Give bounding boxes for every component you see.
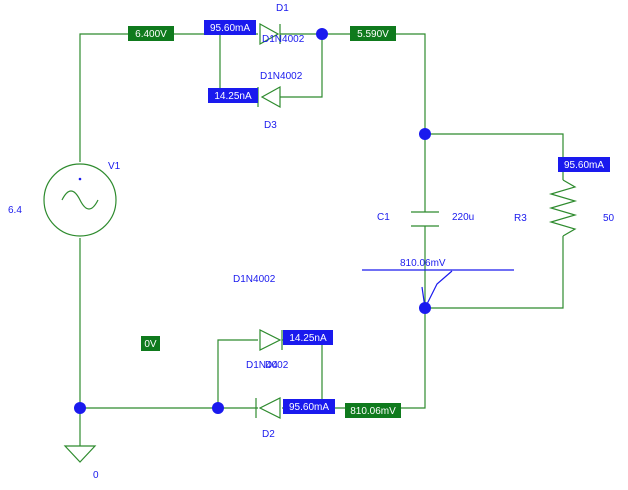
cap-probe-label: 810.06mV — [400, 258, 446, 269]
r3-value: 50 — [603, 213, 615, 224]
wire-d3-right — [280, 34, 323, 98]
diode-d4[interactable]: D1N4002 D4 — [246, 329, 289, 371]
d2-ref: D2 — [262, 429, 275, 440]
v1-ref: V1 — [108, 161, 121, 172]
voltage-marker-vout[interactable]: 5.590V — [350, 26, 396, 41]
wires — [79, 33, 564, 446]
wire-d4-right — [282, 339, 323, 408]
voltage-marker-vneg[interactable]: 810.06mV — [345, 403, 401, 418]
node-ground — [74, 402, 86, 414]
wire-d4-loop — [217, 339, 258, 408]
current-marker-d4-text: 14.25nA — [289, 333, 327, 344]
current-marker-d2-text: 95.60mA — [289, 402, 329, 413]
ground-symbol[interactable]: 0 — [63, 445, 99, 481]
diode-d2[interactable]: D2 — [255, 397, 281, 440]
c1-value: 220u — [452, 212, 474, 223]
d4-ref: D1N4002 — [246, 360, 289, 371]
d3-model: D1N4002 — [260, 71, 303, 82]
current-marker-r3[interactable]: 95.60mA — [558, 157, 610, 172]
diode-d3[interactable]: D1N4002 D3 — [257, 71, 303, 131]
wire-r3-top — [425, 133, 564, 180]
voltage-source-v1[interactable]: V1 6.4 — [8, 161, 121, 237]
node-cap-bottom — [419, 302, 431, 314]
voltage-marker-vin-text: 6.400V — [135, 29, 167, 40]
current-marker-d1[interactable]: 95.60mA — [204, 20, 256, 35]
nodes — [74, 28, 431, 414]
voltage-marker-gnd[interactable]: 0V — [141, 336, 160, 351]
wire-bottom-left — [79, 238, 258, 409]
voltage-marker-vout-text: 5.590V — [357, 29, 389, 40]
stray-model-label: D1N4002 — [233, 274, 276, 285]
node-d2-in — [212, 402, 224, 414]
wire-r3-bottom — [425, 236, 564, 309]
wire-bottom-right — [282, 308, 426, 409]
node-cap-top — [419, 128, 431, 140]
d4-ref-overlap: D4 — [265, 360, 278, 371]
r3-ref: R3 — [514, 213, 527, 224]
capacitor-c1[interactable]: C1 220u — [377, 211, 474, 227]
current-marker-d1-text: 95.60mA — [210, 23, 250, 34]
current-marker-r3-text: 95.60mA — [564, 160, 604, 171]
resistor-r3[interactable]: R3 50 — [514, 179, 615, 237]
voltage-marker-vin[interactable]: 6.400V — [128, 26, 174, 41]
c1-ref: C1 — [377, 212, 390, 223]
voltage-marker-gnd-text: 0V — [144, 339, 157, 350]
wire-d3-loop — [219, 34, 258, 98]
current-marker-d3[interactable]: 14.25nA — [208, 88, 258, 103]
ground-value: 0 — [93, 470, 99, 481]
diode-d1[interactable]: D1 D1N4002 — [259, 3, 305, 46]
v1-value: 6.4 — [8, 205, 22, 216]
node-d1-out — [316, 28, 328, 40]
wire-d1-out — [280, 33, 426, 134]
current-marker-d3-text: 14.25nA — [214, 91, 252, 102]
cap-voltage-probe: 810.06mV — [362, 258, 514, 309]
current-marker-d2[interactable]: 95.60mA — [283, 399, 335, 414]
current-marker-d4[interactable]: 14.25nA — [283, 330, 333, 345]
voltage-marker-vneg-text: 810.06mV — [350, 406, 396, 417]
d1-ref: D1 — [276, 3, 289, 14]
wire-top-left — [79, 33, 258, 162]
d3-ref: D3 — [264, 120, 277, 131]
d1-model: D1N4002 — [262, 34, 305, 45]
